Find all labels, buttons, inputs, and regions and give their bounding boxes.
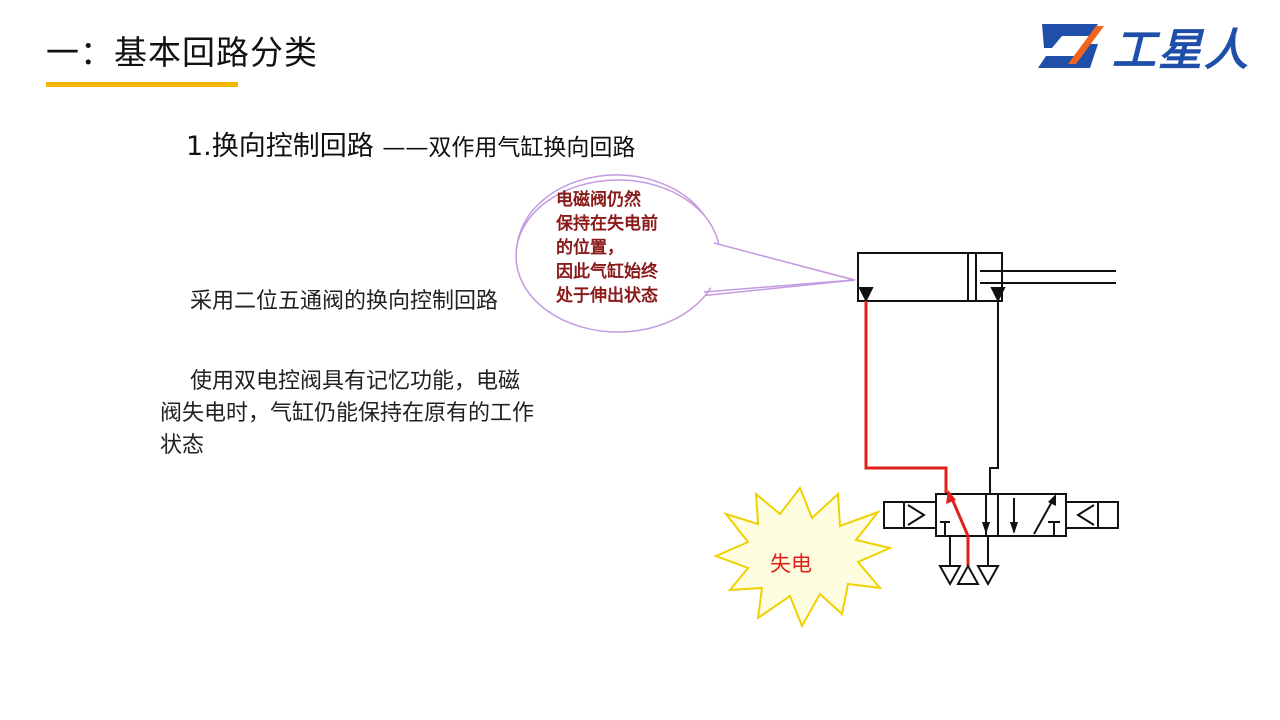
power-loss-label: 失电: [770, 552, 812, 576]
callout-line: 电磁阀仍然: [556, 190, 641, 210]
power-loss-burst: [713, 485, 894, 629]
body-paragraph-2-text: 使用双电控阀具有记忆功能，电磁阀失电时，气缸仍能保持在原有的工作状态: [160, 369, 535, 458]
callout-line: 处于伸出状态: [556, 286, 658, 306]
section-heading: 1.换向控制回路 ——双作用气缸换向回路: [186, 124, 635, 163]
callout-text: 电磁阀仍然 保持在失电前 的位置， 因此气缸始终 处于伸出状态: [556, 188, 716, 308]
callout-line: 因此气缸始终: [556, 262, 658, 282]
double-acting-cylinder: [857, 252, 1116, 303]
pipe-a-active: [864, 301, 948, 494]
callout-line: 保持在失电前: [556, 214, 658, 234]
callout-bubble: [515, 174, 856, 333]
five-two-valve: [883, 493, 1119, 537]
body-paragraph-1: 采用二位五通阀的换向控制回路: [160, 286, 540, 318]
section-heading-sub: ——双作用气缸换向回路: [382, 135, 636, 161]
body-paragraph-1-text: 采用二位五通阀的换向控制回路: [190, 289, 499, 314]
section-heading-main: 1.换向控制回路: [186, 131, 374, 162]
page-title: 一：基本回路分类: [46, 33, 318, 72]
body-paragraph-2: 使用双电控阀具有记忆功能，电磁阀失电时，气缸仍能保持在原有的工作状态: [160, 366, 540, 462]
title-underline: [46, 82, 238, 87]
callout-line: 的位置，: [556, 238, 624, 258]
logo-text: 工星人: [1112, 25, 1250, 76]
pipe-b: [989, 301, 999, 494]
logo-mark-icon: [1038, 24, 1104, 68]
